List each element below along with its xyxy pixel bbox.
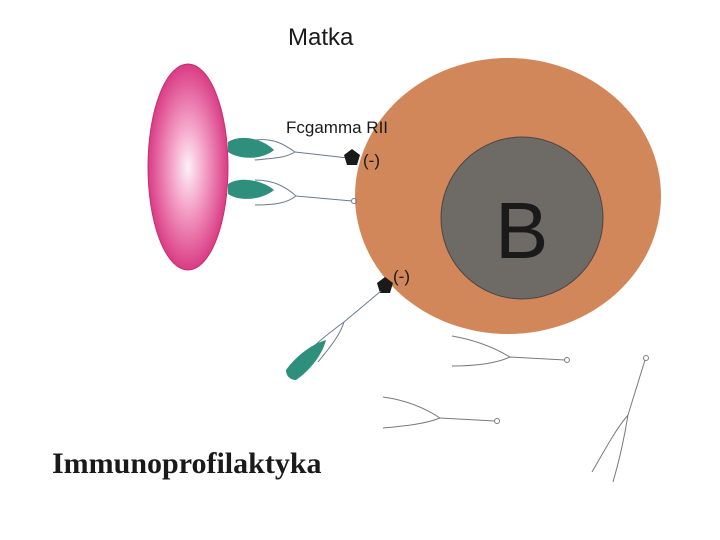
receptor-pentagon-icon xyxy=(377,277,393,293)
free-antibody xyxy=(591,355,649,483)
b-cell-label: B xyxy=(495,186,548,275)
free-antibody xyxy=(382,396,500,429)
free-antibody xyxy=(451,335,570,367)
inhibition-label-top: (-) xyxy=(363,151,380,170)
bound-antibody-diagonal xyxy=(286,290,382,380)
red-blood-cell xyxy=(147,63,229,271)
receptor-label: Fcgamma RII xyxy=(286,118,388,137)
b-cell-nucleus xyxy=(440,136,604,300)
slide-title: Immunoprofilaktyka xyxy=(52,447,322,480)
bound-antibody-upper xyxy=(228,137,349,161)
mother-label: Matka xyxy=(288,24,354,51)
inhibition-label-bottom: (-) xyxy=(393,267,410,286)
bound-antibody-lower xyxy=(228,179,357,206)
receptor-pentagon-icon xyxy=(344,149,360,165)
